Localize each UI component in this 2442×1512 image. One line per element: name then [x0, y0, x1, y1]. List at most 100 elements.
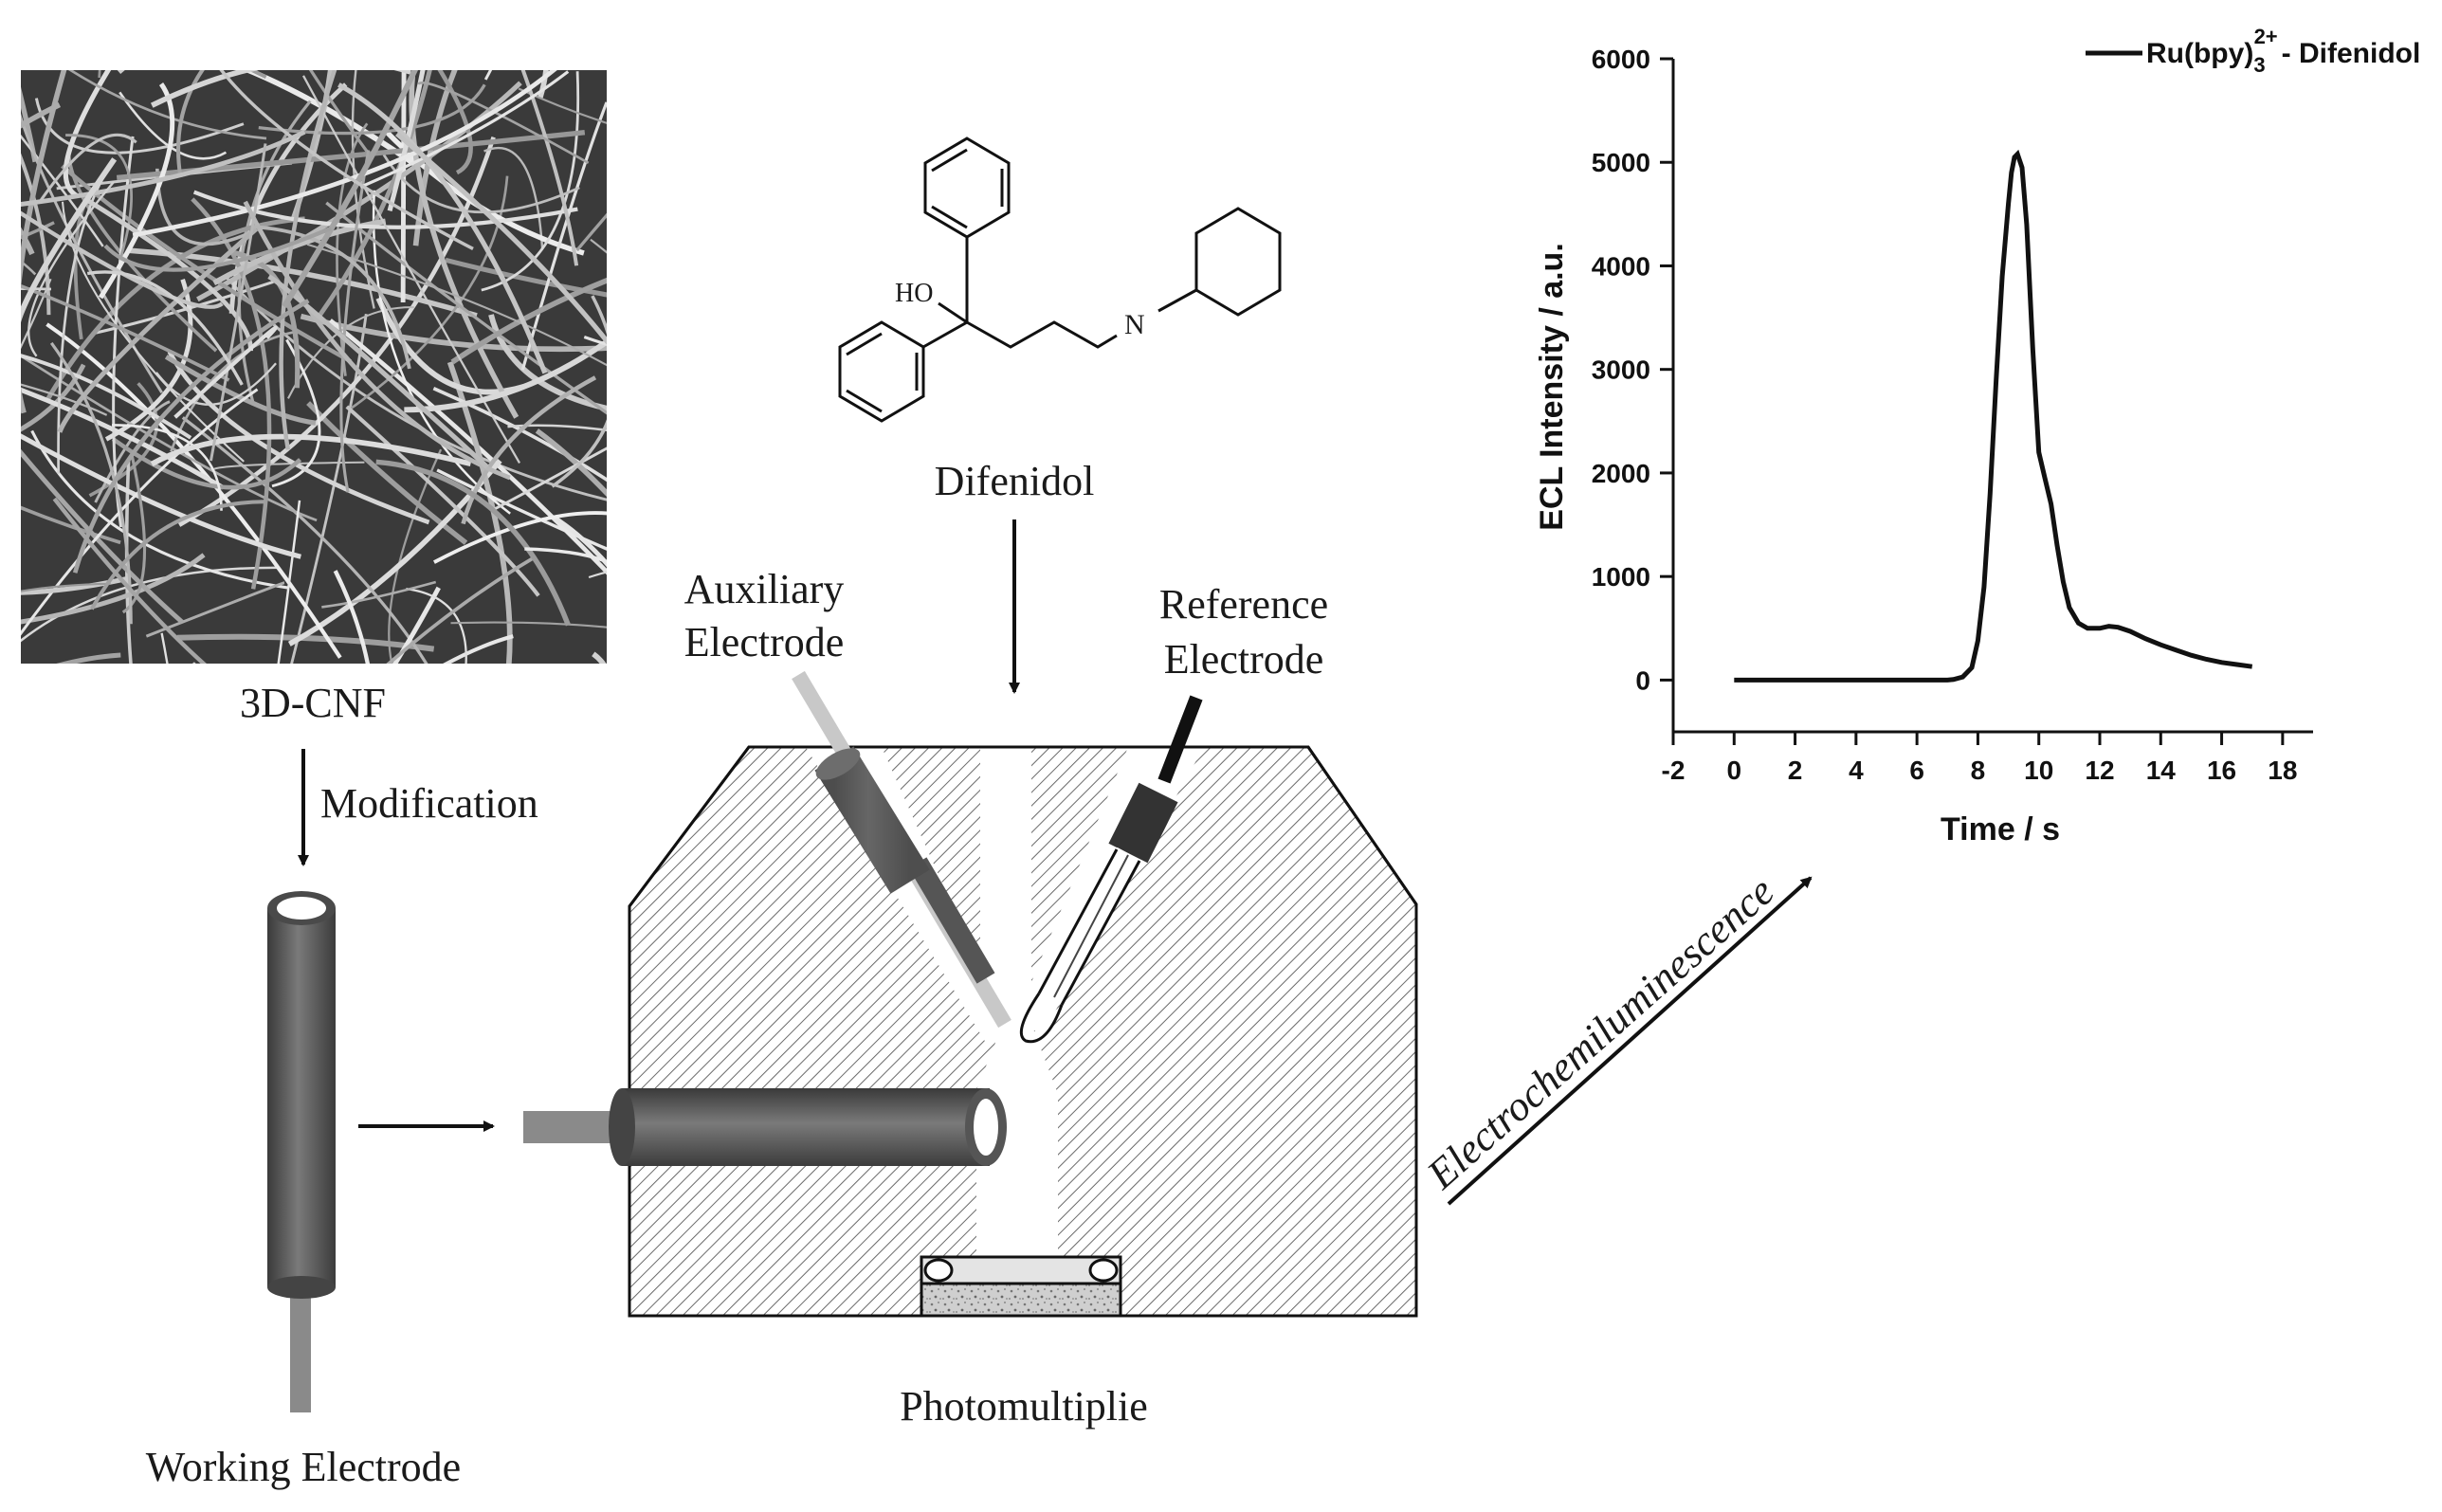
nanofiber: [345, 405, 540, 597]
legend: Ru(bpy)32+- Difenidol: [2086, 25, 2420, 77]
reference-label-line2: Electrode: [1164, 636, 1324, 683]
nanofiber: [170, 330, 297, 452]
nanofiber: [173, 325, 278, 419]
nanofiber: [192, 662, 196, 664]
nanofiber: [72, 299, 310, 574]
x-axis-title: Time / s: [1941, 811, 2060, 847]
y-tick-label: 5000: [1592, 148, 1650, 177]
nanofiber: [518, 87, 607, 124]
nanofiber: [277, 500, 301, 664]
photomultiplier-label: Photomultiplie: [900, 1383, 1148, 1430]
nanofiber: [21, 86, 38, 163]
nanofiber: [21, 575, 131, 595]
nanofiber: [333, 570, 370, 664]
working-electrode: [267, 891, 336, 1412]
legend-base: Ru(bpy): [2146, 38, 2253, 69]
nanofiber: [145, 581, 285, 638]
x-tick-label: 0: [1726, 756, 1741, 785]
carbon-nanofibers: [21, 70, 607, 664]
nanofiber: [450, 621, 607, 628]
x-tick-label: 14: [2146, 756, 2177, 785]
nanofiber: [52, 497, 208, 664]
nanofiber: [21, 553, 206, 625]
nanofiber: [21, 157, 118, 323]
y-tick-label: 0: [1635, 665, 1650, 695]
x-tick-label: 4: [1849, 756, 1864, 785]
nanofiber: [21, 448, 184, 625]
photomultiplier-window: [920, 1255, 1122, 1318]
n-label: N: [1124, 309, 1145, 340]
nanofiber: [21, 354, 318, 522]
nanofiber: [192, 190, 578, 229]
nanofiber: [94, 400, 171, 503]
nanofiber: [21, 210, 224, 309]
legend-text: Ru(bpy)32+- Difenidol: [2146, 25, 2420, 77]
x-tick-label: 12: [2085, 756, 2114, 785]
nanofiber: [481, 71, 580, 292]
nanofiber: [306, 401, 468, 545]
nanofiber: [34, 98, 245, 155]
nanofiber: [164, 355, 317, 426]
nanofiber: [191, 197, 272, 590]
difenidol-structure: [838, 137, 1282, 423]
nanofiber: [575, 212, 607, 252]
nanofiber: [372, 190, 511, 515]
nanofiber: [337, 82, 548, 374]
working-electrode-label: Working Electrode: [146, 1444, 461, 1490]
nanofiber: [68, 70, 267, 140]
nanofiber: [386, 556, 534, 664]
nanofiber: [394, 132, 607, 345]
nanofiber: [535, 428, 607, 498]
y-tick-label: 3000: [1592, 355, 1650, 385]
legend-suffix: - Difenidol: [2282, 38, 2421, 69]
x-tick-label: -2: [1662, 756, 1686, 785]
nanofiber: [507, 424, 607, 432]
nanofiber: [21, 505, 121, 545]
nanofiber: [118, 91, 228, 160]
nanofiber: [21, 70, 67, 414]
nanofiber: [21, 101, 62, 129]
nanofiber: [432, 386, 607, 483]
nanofiber: [583, 336, 607, 346]
nanofiber: [21, 283, 230, 382]
x-tick-label: 18: [2268, 756, 2297, 785]
nanofiber: [552, 515, 607, 568]
nanofiber: [253, 225, 411, 370]
nanofiber: [433, 511, 607, 564]
nanofiber: [155, 168, 255, 246]
nanofiber: [279, 70, 337, 450]
nanofiber: [412, 70, 458, 246]
auxiliary-label-line2: Electrode: [684, 619, 845, 665]
nanofiber: [520, 70, 579, 266]
nanofiber: [392, 586, 441, 664]
nanofiber: [21, 129, 306, 207]
nanofiber: [406, 587, 467, 664]
ho-label: HO: [895, 279, 933, 308]
nanofiber: [21, 363, 86, 432]
y-tick-label: 2000: [1592, 459, 1650, 488]
sem-image: [21, 70, 607, 664]
nanofiber: [132, 70, 557, 238]
legend-sup: 2+: [2254, 25, 2278, 48]
nanofiber: [103, 226, 332, 272]
ecl-label: Electrochemiluminescence: [1417, 867, 1782, 1198]
nanofiber: [46, 322, 342, 659]
nanofiber: [494, 446, 607, 511]
nanofiber: [86, 270, 244, 386]
nanofiber: [400, 70, 407, 303]
nanofiber: [209, 143, 267, 462]
sem-label: 3D-CNF: [240, 680, 386, 726]
y-tick-label: 4000: [1592, 251, 1650, 281]
nanofiber: [65, 134, 133, 259]
series-line: [1734, 149, 2253, 683]
nanofiber: [21, 582, 111, 592]
nanofiber: [38, 133, 137, 204]
ecl-cell: [628, 745, 1418, 1318]
nanofiber: [592, 651, 607, 664]
nanofiber: [450, 277, 607, 365]
nanofiber: [175, 70, 205, 178]
nanofiber: [325, 201, 607, 415]
